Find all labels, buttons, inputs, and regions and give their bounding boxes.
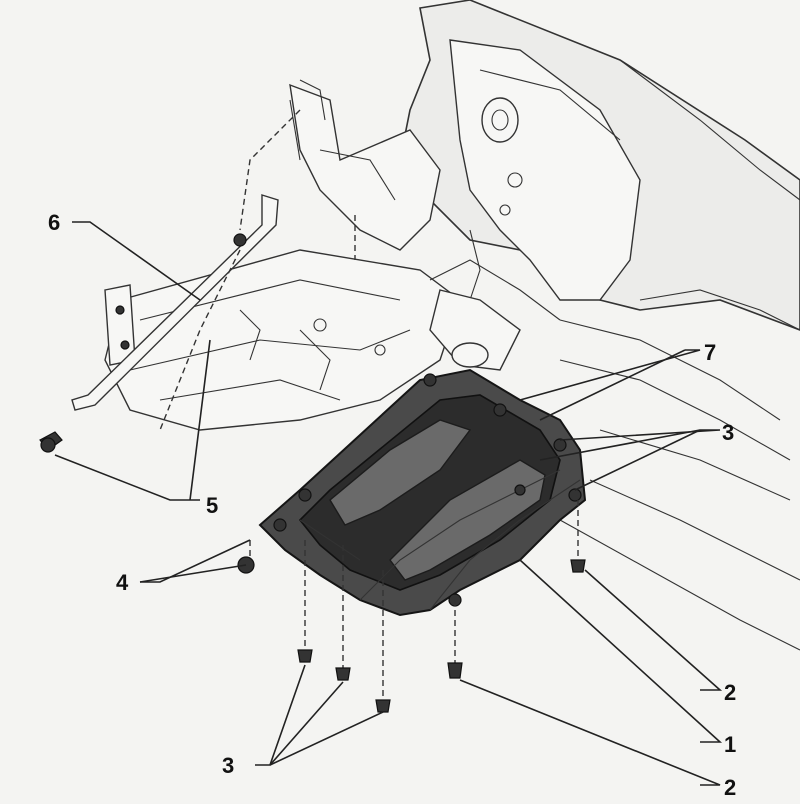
- engine-splash-shield: [258, 368, 587, 617]
- vehicle-body-structure: [289, 0, 800, 331]
- callout-3-right: 3: [722, 420, 734, 445]
- fasteners: [39, 431, 586, 713]
- callout-1: 1: [724, 732, 736, 757]
- callout-labels: 6 5 4 3 7 3 2 1 2: [48, 210, 736, 800]
- leader-lines: [54, 221, 723, 786]
- callout-6: 6: [48, 210, 60, 235]
- bolt-3a: [297, 649, 313, 663]
- assembly-guide-lines: [159, 109, 579, 700]
- strut-mount: [481, 97, 519, 143]
- bolt-rod: [39, 431, 63, 453]
- callout-5: 5: [206, 493, 218, 518]
- bolt-3b: [335, 667, 351, 681]
- bolt-3c: [375, 699, 391, 713]
- callout-2-upper: 2: [724, 680, 736, 705]
- mounting-bracket-left: [104, 284, 136, 366]
- callout-4: 4: [116, 570, 129, 595]
- callout-7: 7: [704, 340, 716, 365]
- callout-2-lower: 2: [724, 775, 736, 800]
- callout-3-bottom: 3: [222, 753, 234, 778]
- bolt-2-lower: [447, 662, 463, 679]
- bolt-2-right: [570, 559, 586, 573]
- support-rod: [71, 194, 279, 411]
